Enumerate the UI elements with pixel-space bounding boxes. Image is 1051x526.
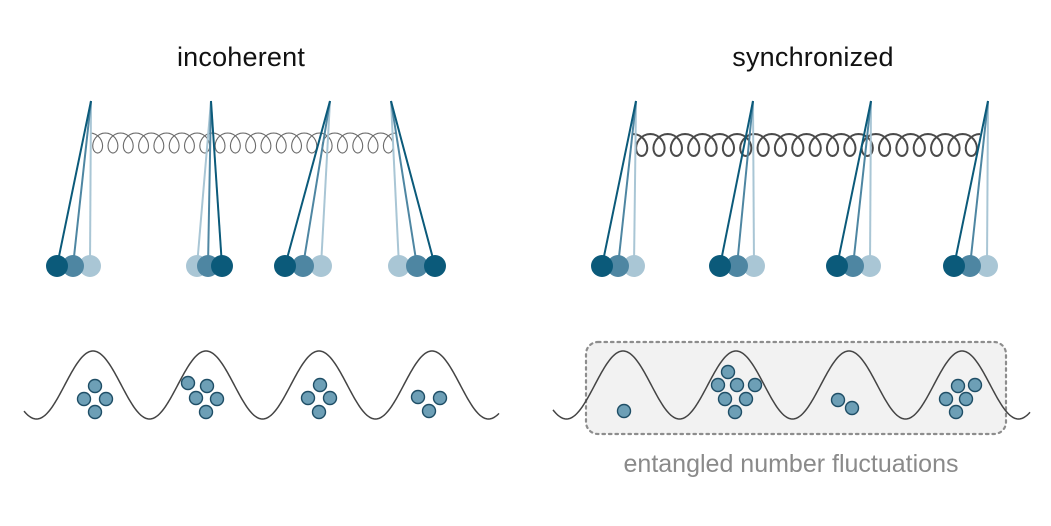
pendulum-4-rod-dark [390, 100, 436, 267]
particle-18 [720, 364, 736, 380]
entanglement-box-group [584, 340, 1008, 436]
particle-17 [616, 403, 632, 419]
pendulum-1-rod-light [89, 100, 92, 267]
particle-30 [958, 391, 974, 407]
potential-incoherent [23, 350, 500, 420]
pendulum-2-bob-dark [211, 255, 233, 277]
pendulum-3-bob-light [310, 255, 332, 277]
particle-26 [844, 400, 860, 416]
pendulum-7-rod-dark [836, 100, 872, 267]
pendulum-6-rod-mid [736, 100, 754, 267]
pendulum-2-rod-light [196, 100, 212, 267]
particle-15 [432, 390, 448, 406]
potential-synchronized [552, 350, 1031, 420]
pendulum-3-rod-mid [302, 100, 331, 267]
pendulum-8-bob-light [976, 255, 998, 277]
pendulum-6-rod-dark [719, 100, 754, 267]
pendulum-5-bob-light [623, 255, 645, 277]
pendulum-7-bob-mid [842, 255, 864, 277]
pendulum-7-bob-dark [826, 255, 848, 277]
potential-wells-group [23, 350, 1031, 420]
pendulum-6-rod-light [752, 100, 755, 267]
particle-25 [830, 392, 846, 408]
pendulum-5-bob-mid [607, 255, 629, 277]
incoherent-title: incoherent [176, 42, 306, 72]
particle-31 [948, 404, 964, 420]
pendulum-6-bob-mid [726, 255, 748, 277]
pendulum-2-rod-dark [210, 100, 223, 267]
particle-27 [950, 378, 966, 394]
pendulum-2-rod-mid [207, 100, 212, 267]
pendulum-1-rod-dark [56, 100, 92, 267]
pendulum-4-bob-dark [424, 255, 446, 277]
pendulum-5-rod-light [633, 100, 637, 267]
particle-19 [710, 377, 726, 393]
pendulum-5-rod-mid [617, 100, 637, 267]
pendulum-8-rod-mid [969, 100, 989, 267]
particle-7 [188, 390, 204, 406]
particle-6 [199, 378, 215, 394]
spring-incoherent [89, 132, 397, 154]
particle-8 [209, 391, 225, 407]
particle-29 [938, 391, 954, 407]
synchronized-title: synchronized [732, 42, 894, 72]
pendulum-8-bob-dark [943, 255, 965, 277]
pendulum-3-rod-light [320, 100, 331, 267]
particle-4 [87, 404, 103, 420]
particle-10 [312, 377, 328, 393]
particle-24 [727, 404, 743, 420]
pendulum-4-bob-light [388, 255, 410, 277]
pendulum-5-bob-dark [591, 255, 613, 277]
particle-2 [76, 391, 92, 407]
particle-1 [87, 378, 103, 394]
particles-group [76, 364, 983, 420]
pendulum-8-rod-light [986, 100, 989, 267]
pendulum-3-rod-dark [284, 100, 331, 267]
particle-28 [967, 377, 983, 393]
particle-16 [421, 403, 437, 419]
pendulum-1-bob-light [79, 255, 101, 277]
entanglement-box [584, 340, 1008, 436]
particle-12 [322, 390, 338, 406]
pendulum-3-bob-mid [292, 255, 314, 277]
pendulum-6-bob-dark [709, 255, 731, 277]
pendulum-7-rod-mid [852, 100, 872, 267]
pendulum-8-rod-dark [953, 100, 989, 267]
particle-3 [98, 391, 114, 407]
pendulum-1-bob-mid [62, 255, 84, 277]
pendulum-7-bob-light [859, 255, 881, 277]
pendulum-6-bob-light [743, 255, 765, 277]
spring-synchronized [632, 132, 981, 158]
particle-14 [410, 389, 426, 405]
particle-5 [180, 375, 196, 391]
pendulum-8-bob-mid [959, 255, 981, 277]
entangled-caption: entangled number fluctuations [623, 450, 959, 478]
pendulum-7-rod-light [869, 100, 872, 267]
particle-11 [300, 390, 316, 406]
springs-group [89, 132, 981, 158]
particle-20 [729, 377, 745, 393]
pendulum-5-rod-dark [601, 100, 637, 267]
pendulum-4-rod-mid [390, 100, 418, 267]
pendulum-3-bob-dark [274, 255, 296, 277]
pendulum-1-bob-dark [46, 255, 68, 277]
particle-22 [717, 391, 733, 407]
pendulum-1-rod-mid [72, 100, 92, 267]
particle-21 [747, 377, 763, 393]
pendulum-4-rod-light [390, 100, 400, 267]
particle-13 [311, 404, 327, 420]
particle-23 [738, 391, 754, 407]
pendulum-4-bob-mid [406, 255, 428, 277]
pendulums-group [46, 100, 998, 277]
particle-9 [198, 404, 214, 420]
